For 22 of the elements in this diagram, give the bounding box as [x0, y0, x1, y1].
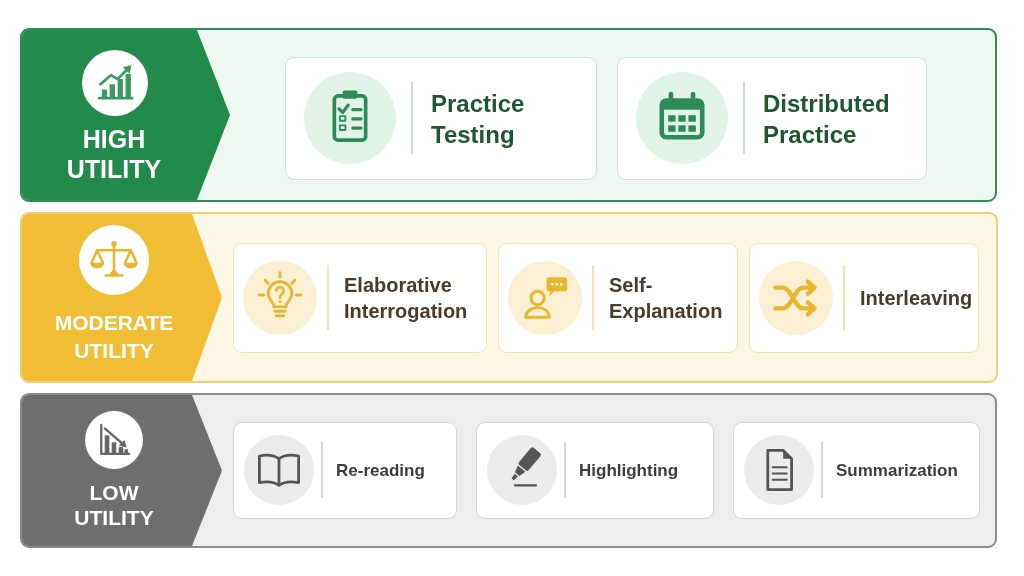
technique-name: Practice Testing [431, 88, 526, 150]
technique-name: Highlighting [579, 459, 679, 482]
technique-name: Interleaving [860, 286, 973, 311]
technique-name: Elaborative Interrogation [344, 273, 469, 324]
band-heading: MODERATE UTILITY [53, 310, 175, 364]
technique-card [617, 57, 927, 180]
technique-card [498, 243, 738, 353]
technique-card [749, 243, 979, 353]
technique-card [285, 57, 597, 180]
band-heading: HIGH UTILITY [65, 124, 163, 184]
technique-card [476, 422, 714, 519]
technique-name: Self-Explanation [609, 273, 724, 324]
technique-card [233, 243, 487, 353]
band-panel [20, 393, 997, 548]
band-panel [20, 212, 998, 383]
band-heading: LOW UTILITY [73, 480, 155, 530]
band-panel [20, 28, 997, 202]
technique-card [733, 422, 980, 519]
technique-name: Distributed Practice [763, 88, 891, 150]
technique-name: Re-reading [336, 459, 425, 482]
technique-name: Summarization [836, 459, 958, 482]
technique-card [233, 422, 457, 519]
